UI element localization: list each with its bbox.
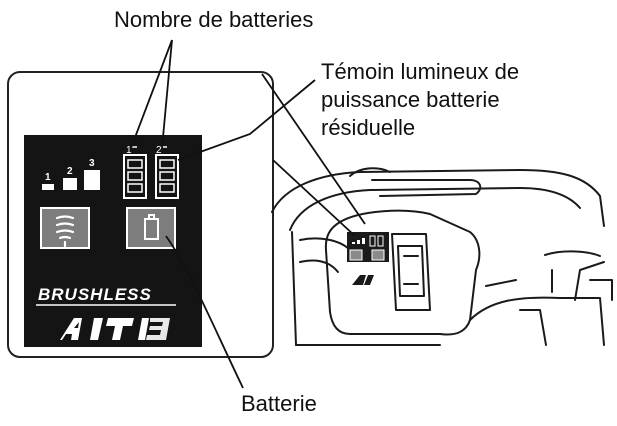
indicator-label-line3: résiduelle xyxy=(321,115,416,140)
speed-number-3: 3 xyxy=(89,158,95,169)
speed-number-1: 1 xyxy=(45,172,51,183)
leader-lines xyxy=(130,39,366,389)
indicator-label-line1: Témoin lumineux de xyxy=(321,59,520,84)
speed-number-2: 2 xyxy=(67,166,73,177)
speed-indicator: 1 2 3 xyxy=(42,158,100,190)
battery-label: Batterie xyxy=(241,391,317,416)
battery-level-column-2 xyxy=(155,154,179,199)
tool-mini-panel xyxy=(347,232,389,285)
battery-number-1: 1 xyxy=(126,145,132,156)
tool-body xyxy=(271,167,613,346)
speed-mode-button[interactable] xyxy=(40,207,90,249)
brand-logo xyxy=(60,318,170,340)
battery-level-column-1 xyxy=(123,154,147,199)
battery-button[interactable] xyxy=(126,207,176,249)
battery-count-label: Nombre de batteries xyxy=(114,7,314,32)
brushless-text: BRUSHLESS xyxy=(38,285,152,304)
battery-number-2: 2 xyxy=(156,145,162,156)
indicator-label-line2: puissance batterie xyxy=(321,87,500,112)
drill-bit-icon xyxy=(55,215,75,248)
battery-icon xyxy=(144,214,159,240)
